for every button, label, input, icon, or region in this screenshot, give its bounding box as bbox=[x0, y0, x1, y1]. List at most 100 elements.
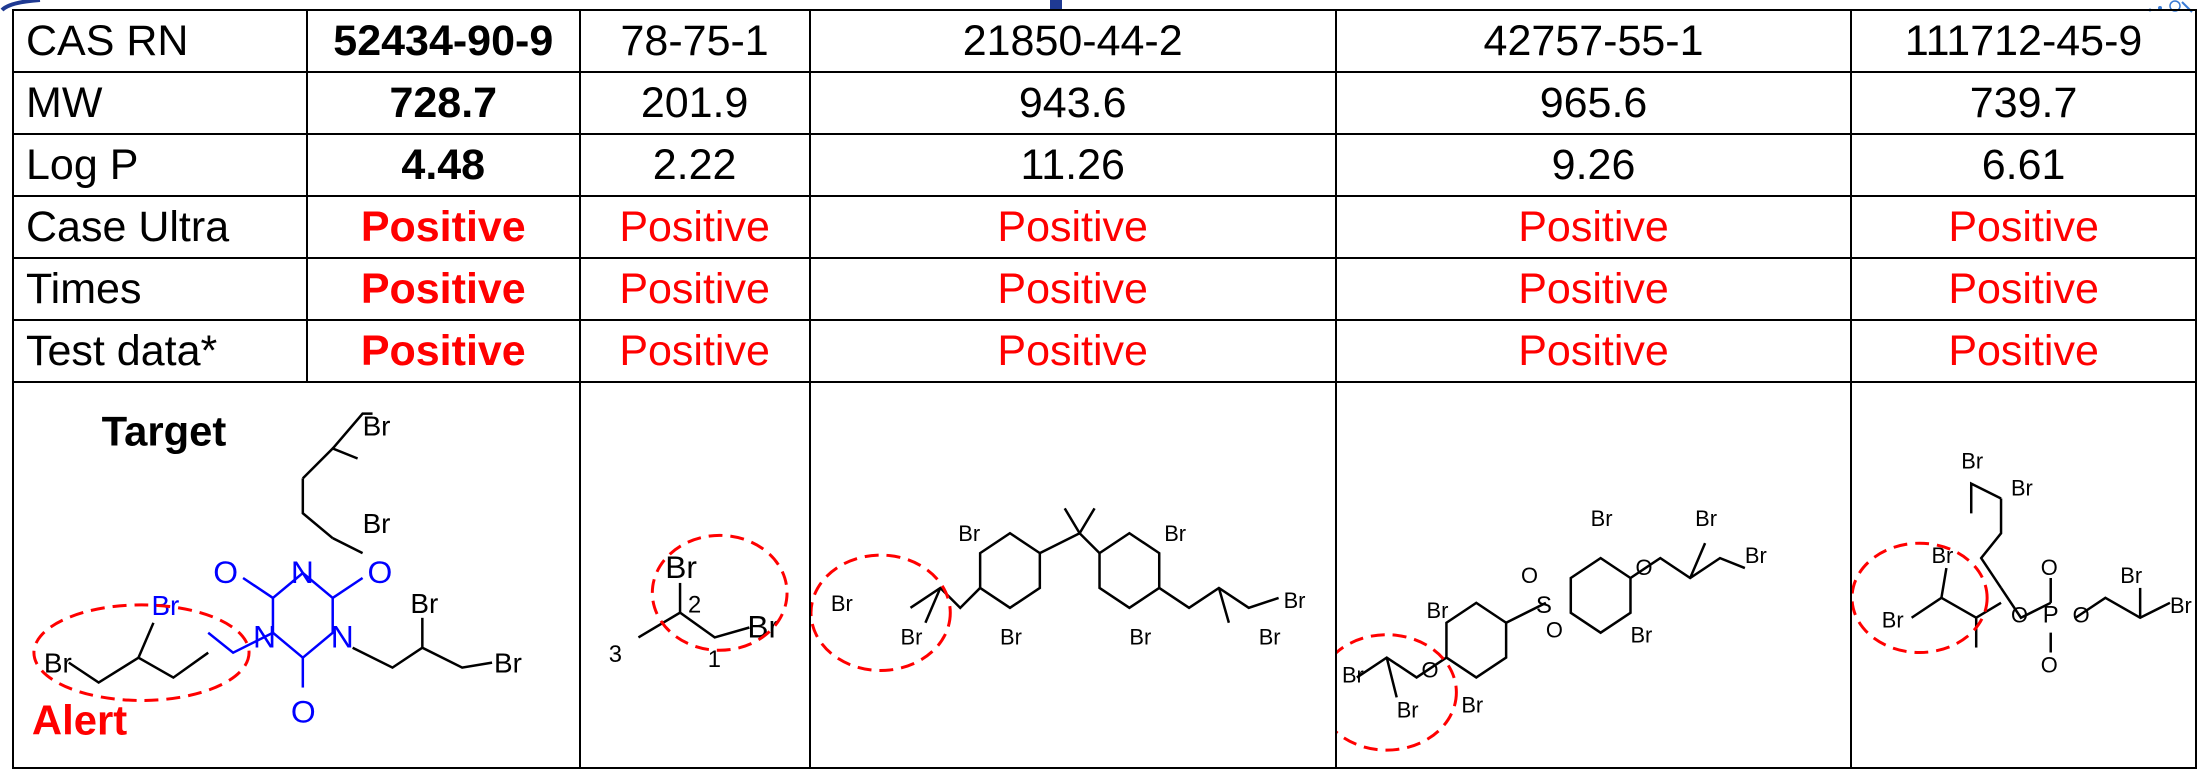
atom-o-label: O bbox=[1521, 563, 1538, 588]
analog-structure-cell-2: Br Br Br Br Br Br Br Br bbox=[808, 381, 1337, 769]
atom-n-label: N bbox=[291, 554, 314, 590]
analog-structure-cell-4: Br Br Br Br Br Br P O O O O bbox=[1850, 381, 2197, 769]
atom-br-label: Br bbox=[1258, 625, 1280, 650]
atom-br-label: Br bbox=[1962, 449, 1984, 474]
analog-structure-3: S O O O O Br Br Br Br Br Br Br Br bbox=[1337, 506, 1767, 752]
atom-n-label: N bbox=[253, 619, 276, 655]
atom-o-label: O bbox=[2073, 603, 2090, 628]
target-structure-cell: Br Br N N N O O bbox=[12, 381, 581, 769]
analog-value-cell: Positive bbox=[808, 195, 1337, 259]
atom-br-label: Br bbox=[2011, 476, 2033, 501]
analog-value-cell: 943.6 bbox=[808, 71, 1337, 135]
structure-row: Br Br N N N O O bbox=[12, 381, 2197, 769]
analog-value-cell: Positive bbox=[1850, 319, 2197, 383]
alert-circle bbox=[1337, 633, 1458, 752]
atom-o-label: O bbox=[213, 554, 238, 590]
triazine-ring bbox=[207, 571, 364, 688]
alert-circle bbox=[650, 533, 789, 652]
atom-o-label: O bbox=[1546, 618, 1563, 643]
analog-value-cell: 111712-45-9 bbox=[1850, 9, 2197, 73]
atom-number-label: 2 bbox=[688, 592, 701, 619]
atom-br-label: Br bbox=[900, 625, 922, 650]
target-structure: Br Br N N N O O bbox=[32, 408, 522, 744]
atom-br-label: Br bbox=[1591, 506, 1613, 531]
target-value-cell: Positive bbox=[305, 257, 581, 321]
analog-value-cell: Positive bbox=[1334, 195, 1853, 259]
target-value-cell: 728.7 bbox=[305, 71, 581, 135]
analog-value-cell: Positive bbox=[1850, 195, 2197, 259]
analog-value-cell: Positive bbox=[578, 319, 811, 383]
atom-br-label: Br bbox=[1745, 543, 1767, 568]
analog-structure-1: Br Br 2 1 3 bbox=[608, 533, 789, 673]
atom-br-label: Br bbox=[1342, 662, 1364, 687]
atom-s-label: S bbox=[1536, 592, 1552, 619]
analog-structure-2: Br Br Br Br Br Br Br Br bbox=[811, 507, 1305, 672]
atom-br-label: Br bbox=[1695, 506, 1717, 531]
atom-o-label: O bbox=[2041, 555, 2058, 580]
alert-caption: Alert bbox=[32, 696, 127, 743]
atom-br-label: Br bbox=[363, 508, 391, 539]
atom-o-label: O bbox=[2011, 603, 2028, 628]
atom-br-label: Br bbox=[494, 648, 522, 679]
target-value-cell: Positive bbox=[305, 319, 581, 383]
atom-br-label: Br bbox=[1164, 521, 1186, 546]
atom-br-label: Br bbox=[2170, 593, 2192, 618]
analog-value-cell: Positive bbox=[808, 319, 1337, 383]
analog-value-cell: Positive bbox=[1334, 319, 1853, 383]
analog-value-cell: Positive bbox=[578, 195, 811, 259]
atom-o-label: O bbox=[291, 693, 316, 729]
atom-br-label: Br bbox=[1461, 692, 1483, 717]
atom-br-label: Br bbox=[1882, 608, 1904, 633]
atom-br-label: Br bbox=[363, 411, 391, 442]
target-value-cell: Positive bbox=[305, 195, 581, 259]
analog-value-cell: 739.7 bbox=[1850, 71, 2197, 135]
atom-o-label: O bbox=[1635, 555, 1652, 580]
atom-br-label: Br bbox=[747, 608, 779, 644]
row-label: CAS RN bbox=[12, 9, 308, 73]
atom-br-label: Br bbox=[1630, 623, 1652, 648]
row-label: Times bbox=[12, 257, 308, 321]
analog-value-cell: Positive bbox=[578, 257, 811, 321]
atom-br-label: Br bbox=[44, 648, 72, 679]
atom-p-label: P bbox=[2043, 602, 2059, 629]
analog-value-cell: 2.22 bbox=[578, 133, 811, 197]
atom-o-label: O bbox=[2041, 652, 2058, 677]
alert-circle bbox=[811, 553, 952, 672]
analog-value-cell: 6.61 bbox=[1850, 133, 2197, 197]
atom-br-label: Br bbox=[1000, 625, 1022, 650]
alert-circle bbox=[32, 603, 251, 702]
row-label: Test data* bbox=[12, 319, 308, 383]
analog-value-cell: 78-75-1 bbox=[578, 9, 811, 73]
alert-circle bbox=[1853, 541, 1989, 654]
atom-br-label: Br bbox=[410, 588, 438, 619]
atom-br-label: Br bbox=[2120, 563, 2142, 588]
atom-br-label: Br bbox=[1426, 598, 1448, 623]
atom-number-label: 1 bbox=[707, 646, 720, 673]
atom-number-label: 3 bbox=[608, 641, 621, 668]
atom-br-label: Br bbox=[830, 591, 852, 616]
analog-structure-cell-1: Br Br 2 1 3 bbox=[578, 381, 811, 769]
target-caption: Target bbox=[102, 408, 227, 455]
atom-br-label: Br bbox=[958, 521, 980, 546]
analog-value-cell: 42757-55-1 bbox=[1334, 9, 1853, 73]
atom-br-label: Br bbox=[665, 549, 697, 585]
analog-value-cell: Positive bbox=[1850, 257, 2197, 321]
analog-value-cell: 11.26 bbox=[808, 133, 1337, 197]
analog-value-cell: 201.9 bbox=[578, 71, 811, 135]
target-value-cell: 4.48 bbox=[305, 133, 581, 197]
atom-br-label: Br bbox=[1283, 588, 1305, 613]
target-value-cell: 52434-90-9 bbox=[305, 9, 581, 73]
atom-br-label: Br bbox=[1129, 625, 1151, 650]
row-label: Case Ultra bbox=[12, 195, 308, 259]
atom-o-label: O bbox=[1421, 657, 1438, 682]
analog-value-cell: Positive bbox=[1334, 257, 1853, 321]
analog-structure-cell-3: S O O O O Br Br Br Br Br Br Br Br bbox=[1334, 381, 1853, 769]
analog-value-cell: Positive bbox=[808, 257, 1337, 321]
atom-n-label: N bbox=[331, 619, 354, 655]
